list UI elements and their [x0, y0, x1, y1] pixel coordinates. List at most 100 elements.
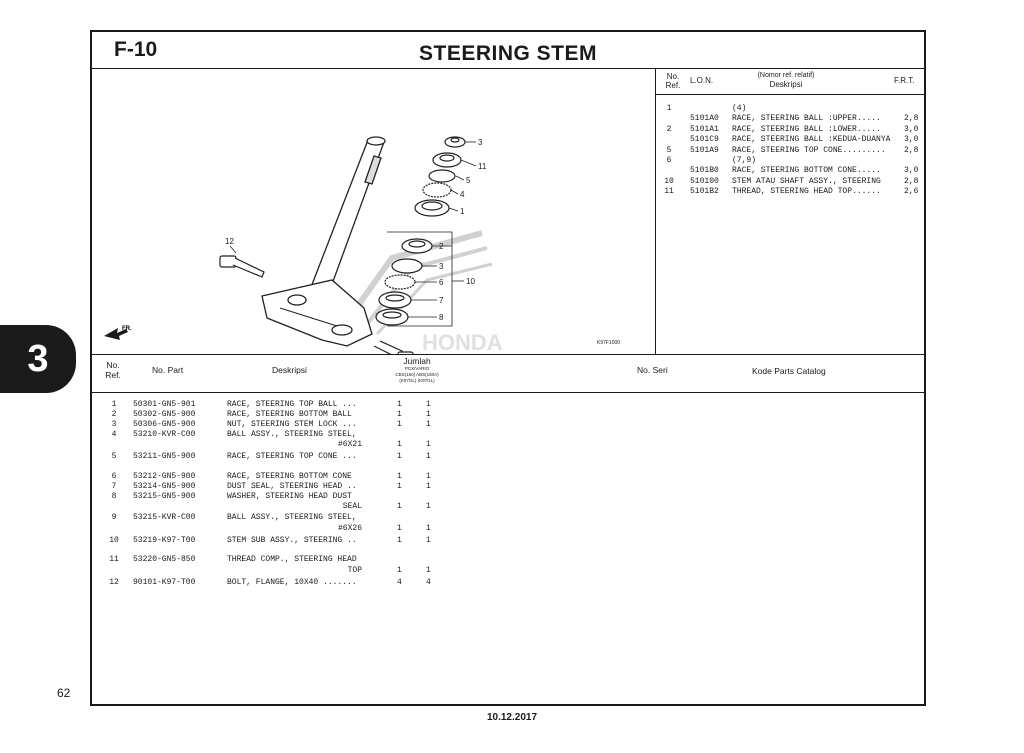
- qty-abs: 1: [426, 536, 431, 545]
- ref-no: 6: [666, 155, 672, 165]
- col-no-ref: No. Ref.: [665, 72, 681, 90]
- jumlah-sub3: (K97GL) (K97GL): [399, 378, 435, 383]
- page-number: 62: [57, 686, 71, 700]
- part-number: 53215-KVR-C00: [133, 513, 196, 522]
- page-title: STEERING STEM: [418, 42, 598, 65]
- part-number: 53212-GN5-900: [133, 472, 196, 481]
- table-row: 9 53215-KVR-C00 BALL ASSY., STEERING STEEL…: [92, 513, 924, 523]
- qty-cbs: 1: [397, 472, 402, 481]
- svg-text:7: 7: [439, 296, 444, 305]
- qty-cbs: 1: [397, 452, 402, 461]
- chapter-tab: 3: [0, 325, 76, 393]
- part-ref-no: 2: [111, 410, 117, 419]
- qty-abs: 1: [426, 452, 431, 461]
- col-desc: Deskripsi: [769, 80, 803, 89]
- part-number: 50302-GN5-900: [133, 410, 196, 419]
- ref-lon: 5101A1: [690, 124, 719, 134]
- qty-cbs: 1: [397, 566, 402, 575]
- svg-text:8: 8: [439, 313, 444, 322]
- jumlah-sub2: CBS(150) ABS(150A): [395, 372, 439, 377]
- table-row: #6X21 1 1: [92, 440, 924, 450]
- ref-desc: STEM ATAU SHAFT ASSY., STEERING: [732, 176, 881, 186]
- qty-abs: 4: [426, 578, 431, 587]
- part-ref-no: 11: [109, 555, 119, 564]
- svg-text:10: 10: [466, 277, 475, 286]
- part-desc: RACE, STEERING BOTTOM BALL: [227, 410, 352, 419]
- col-desc-note: (Nomor ref. relatif): [757, 72, 815, 79]
- part-number: 53211-GN5-900: [133, 452, 196, 461]
- part-desc: BALL ASSY., STEERING STEEL,: [227, 513, 357, 522]
- callout-numbers: 3 11 5 4 1 2 3 6 10 7 8 12 12: [225, 138, 487, 322]
- flange-bolt-lower: [373, 340, 414, 354]
- ref-frt: 3,0: [904, 124, 919, 134]
- part-number: 53215-GN5-900: [133, 492, 196, 501]
- reference-row: 1(4): [656, 104, 926, 114]
- ref-desc: (7,9): [732, 155, 757, 165]
- qty-abs: 1: [426, 502, 431, 511]
- ref-lon: 5101C9: [690, 135, 719, 145]
- svg-text:6: 6: [439, 278, 444, 287]
- part-desc: BALL ASSY., STEERING STEEL,: [227, 430, 357, 439]
- part-desc: RACE, STEERING BOTTOM CONE: [227, 472, 352, 481]
- svg-text:HONDA: HONDA: [422, 330, 503, 354]
- part-desc: BOLT, FLANGE, 10X40 .......: [227, 578, 357, 587]
- ref-frt: 2,6: [904, 187, 919, 197]
- qty-cbs: 1: [397, 410, 402, 419]
- part-desc: RACE, STEERING TOP CONE ...: [227, 452, 357, 461]
- front-arrow-icon: FR.: [104, 326, 132, 340]
- page-header: F-10 STEERING STEM: [92, 32, 924, 69]
- jumlah-sub: PCX/VARIO: [404, 366, 430, 371]
- qty-abs: 1: [426, 524, 431, 533]
- qty-cbs: 1: [397, 536, 402, 545]
- qty-cbs: 1: [397, 420, 402, 429]
- part-desc: #6X21: [337, 440, 362, 449]
- qty-abs: 1: [426, 440, 431, 449]
- ref-frt: 2,8: [904, 145, 919, 155]
- parts-table-header: No. Ref. No. Part Deskripsi Jumlah PCX/V…: [92, 354, 924, 393]
- ref-desc: RACE, STEERING TOP CONE.........: [732, 145, 886, 155]
- part-desc: NUT, STEERING STEM LOCK ...: [227, 420, 357, 429]
- part-number: 53220-GN5-850: [133, 555, 196, 564]
- qty-abs: 1: [426, 472, 431, 481]
- qty-cbs: 1: [397, 524, 402, 533]
- col-frt: F.R.T.: [894, 76, 915, 85]
- ref-lon: 510100: [690, 176, 719, 186]
- ref-desc: (4): [732, 104, 747, 113]
- section-code: F-10: [114, 38, 158, 61]
- steering-stem-illustration: HONDA: [104, 136, 503, 354]
- part-desc: #6X26: [337, 524, 362, 533]
- ref-lon: 5101B2: [690, 187, 719, 197]
- page-date: 10.12.2017: [486, 712, 538, 723]
- col-deskripsi: Deskripsi: [272, 365, 307, 375]
- part-number: 50306-GN5-900: [133, 420, 196, 429]
- ref-frt: 3,0: [904, 166, 919, 176]
- qty-abs: 1: [426, 566, 431, 575]
- reference-row: 5101B0 RACE, STEERING BOTTOM CONE..... 3,0: [656, 166, 926, 176]
- part-ref-no: 3: [111, 420, 117, 429]
- part-number: 90101-K97-T00: [133, 578, 196, 587]
- col-kode-catalog: Kode Parts Catalog: [752, 366, 826, 376]
- part-ref-no: 10: [109, 536, 119, 545]
- exploded-diagram: HONDA: [92, 68, 656, 354]
- ref-desc: RACE, STEERING BALL :UPPER.....: [732, 114, 881, 124]
- svg-text:FR.: FR.: [122, 326, 132, 332]
- part-ref-no: 1: [111, 400, 117, 409]
- ref-lon: 5101B0: [690, 166, 719, 176]
- qty-cbs: 4: [397, 578, 402, 587]
- part-desc: RACE, STEERING TOP BALL ...: [227, 400, 357, 409]
- part-desc: DUST SEAL, STEERING HEAD ..: [227, 482, 357, 491]
- ref-desc: RACE, STEERING BOTTOM CONE.....: [732, 166, 881, 176]
- part-ref-no: 9: [111, 513, 117, 522]
- ref-frt: 2,8: [904, 176, 919, 186]
- qty-cbs: 1: [397, 440, 402, 449]
- part-number: 53219-K97-T00: [133, 536, 196, 545]
